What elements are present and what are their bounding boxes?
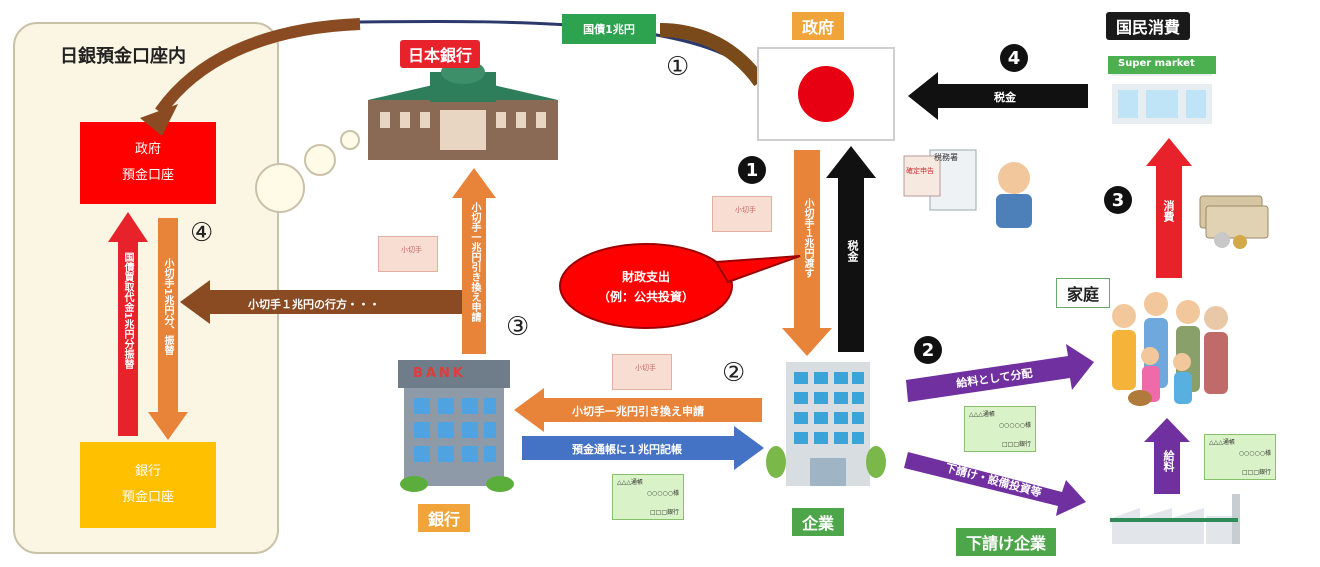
consumption-label: 国民消費 [1106, 12, 1191, 40]
passbook-title: △△△通帳 [1209, 439, 1235, 446]
transfer-up-label: 国債買取代金1兆円分振替 [122, 252, 133, 369]
household-label: 家庭 [1056, 278, 1111, 308]
check-text: 小切手 [401, 246, 422, 254]
deposit-record-label: 預金通帳に１兆円記帳 [572, 443, 682, 456]
check-gov: 小切手 [712, 196, 772, 232]
check-company: 小切手 [612, 354, 672, 390]
company-label: 企業 [792, 508, 845, 536]
passbook-bank-name: □□□銀行 [1001, 441, 1031, 448]
panel-title: 日銀預金口座内 [60, 46, 186, 67]
step-2-circled: ② [722, 358, 746, 388]
passbook-bank-name: □□□銀行 [649, 509, 679, 516]
consume-label: 消費 [1162, 200, 1175, 222]
check-text: 小切手 [635, 364, 656, 372]
check-bank: 小切手 [378, 236, 438, 272]
company-exchange-label: 小切手一兆円引き換え申請 [572, 405, 704, 418]
transfer-down-label: 小切手1兆円分、振替 [162, 258, 173, 355]
bank-sign: BANK [413, 366, 466, 381]
step-4-left: ④ [190, 218, 214, 248]
check-text: 小切手 [735, 206, 756, 214]
passbook-title: △△△通帳 [969, 411, 995, 418]
store-sign: Super market [1118, 58, 1195, 69]
tax-form-label: 確定申告 [906, 167, 934, 175]
fiscal-bubble: 財政支出 （例：公共投資） [568, 262, 724, 312]
company-tax-label: 税金 [846, 240, 859, 262]
boj-exchange-label: 小切手一兆円引き換え申請 [469, 202, 480, 322]
gov-account-line1: 政府 [134, 142, 161, 157]
step-1-circled: ① [666, 52, 690, 82]
step-2-solid: 2 [914, 336, 942, 364]
passbook-bank: △△△通帳 ○○○○○様 □□□銀行 [612, 474, 684, 520]
bond-tag: 国債1兆円 [562, 14, 656, 44]
bank-account-line2: 預金口座 [121, 490, 174, 505]
bank-label: 銀行 [418, 504, 471, 532]
bank-account-line1: 銀行 [134, 464, 161, 479]
step-1-solid: 1 [738, 156, 766, 184]
check-whereabouts-label: 小切手１兆円の行方・・・ [248, 298, 380, 311]
passbook-bank-name: □□□銀行 [1241, 469, 1271, 476]
fiscal-line2: （例：公共投資） [597, 290, 694, 304]
passbook-number: ○○○○○様 [646, 490, 679, 497]
salary-label: 給料 [1162, 450, 1175, 472]
tax-arrow-label: 税金 [994, 91, 1016, 104]
bank-account-box: 銀行 預金口座 [80, 442, 216, 528]
fiscal-line1: 財政支出 [621, 270, 670, 284]
pass-check-label: 小切手１兆円渡す [802, 198, 813, 278]
boj-label: 日本銀行 [400, 40, 481, 68]
step-3-circled: ③ [506, 312, 530, 342]
passbook-salary: △△△通帳 ○○○○○様 □□□銀行 [1204, 434, 1276, 480]
government-label: 政府 [792, 12, 845, 40]
step-3-solid: 3 [1104, 186, 1132, 214]
passbook-title: △△△通帳 [617, 479, 643, 486]
gov-account-line2: 預金口座 [121, 168, 174, 183]
step-4-solid: 4 [1000, 44, 1028, 72]
gov-account-box: 政府 預金口座 [80, 122, 216, 204]
passbook-household: △△△通帳 ○○○○○様 □□□銀行 [964, 406, 1036, 452]
tax-office-label: 税務署 [934, 153, 958, 162]
passbook-number: ○○○○○様 [1238, 450, 1271, 457]
subcontractor-label: 下請け企業 [956, 528, 1057, 556]
passbook-number: ○○○○○様 [998, 422, 1031, 429]
